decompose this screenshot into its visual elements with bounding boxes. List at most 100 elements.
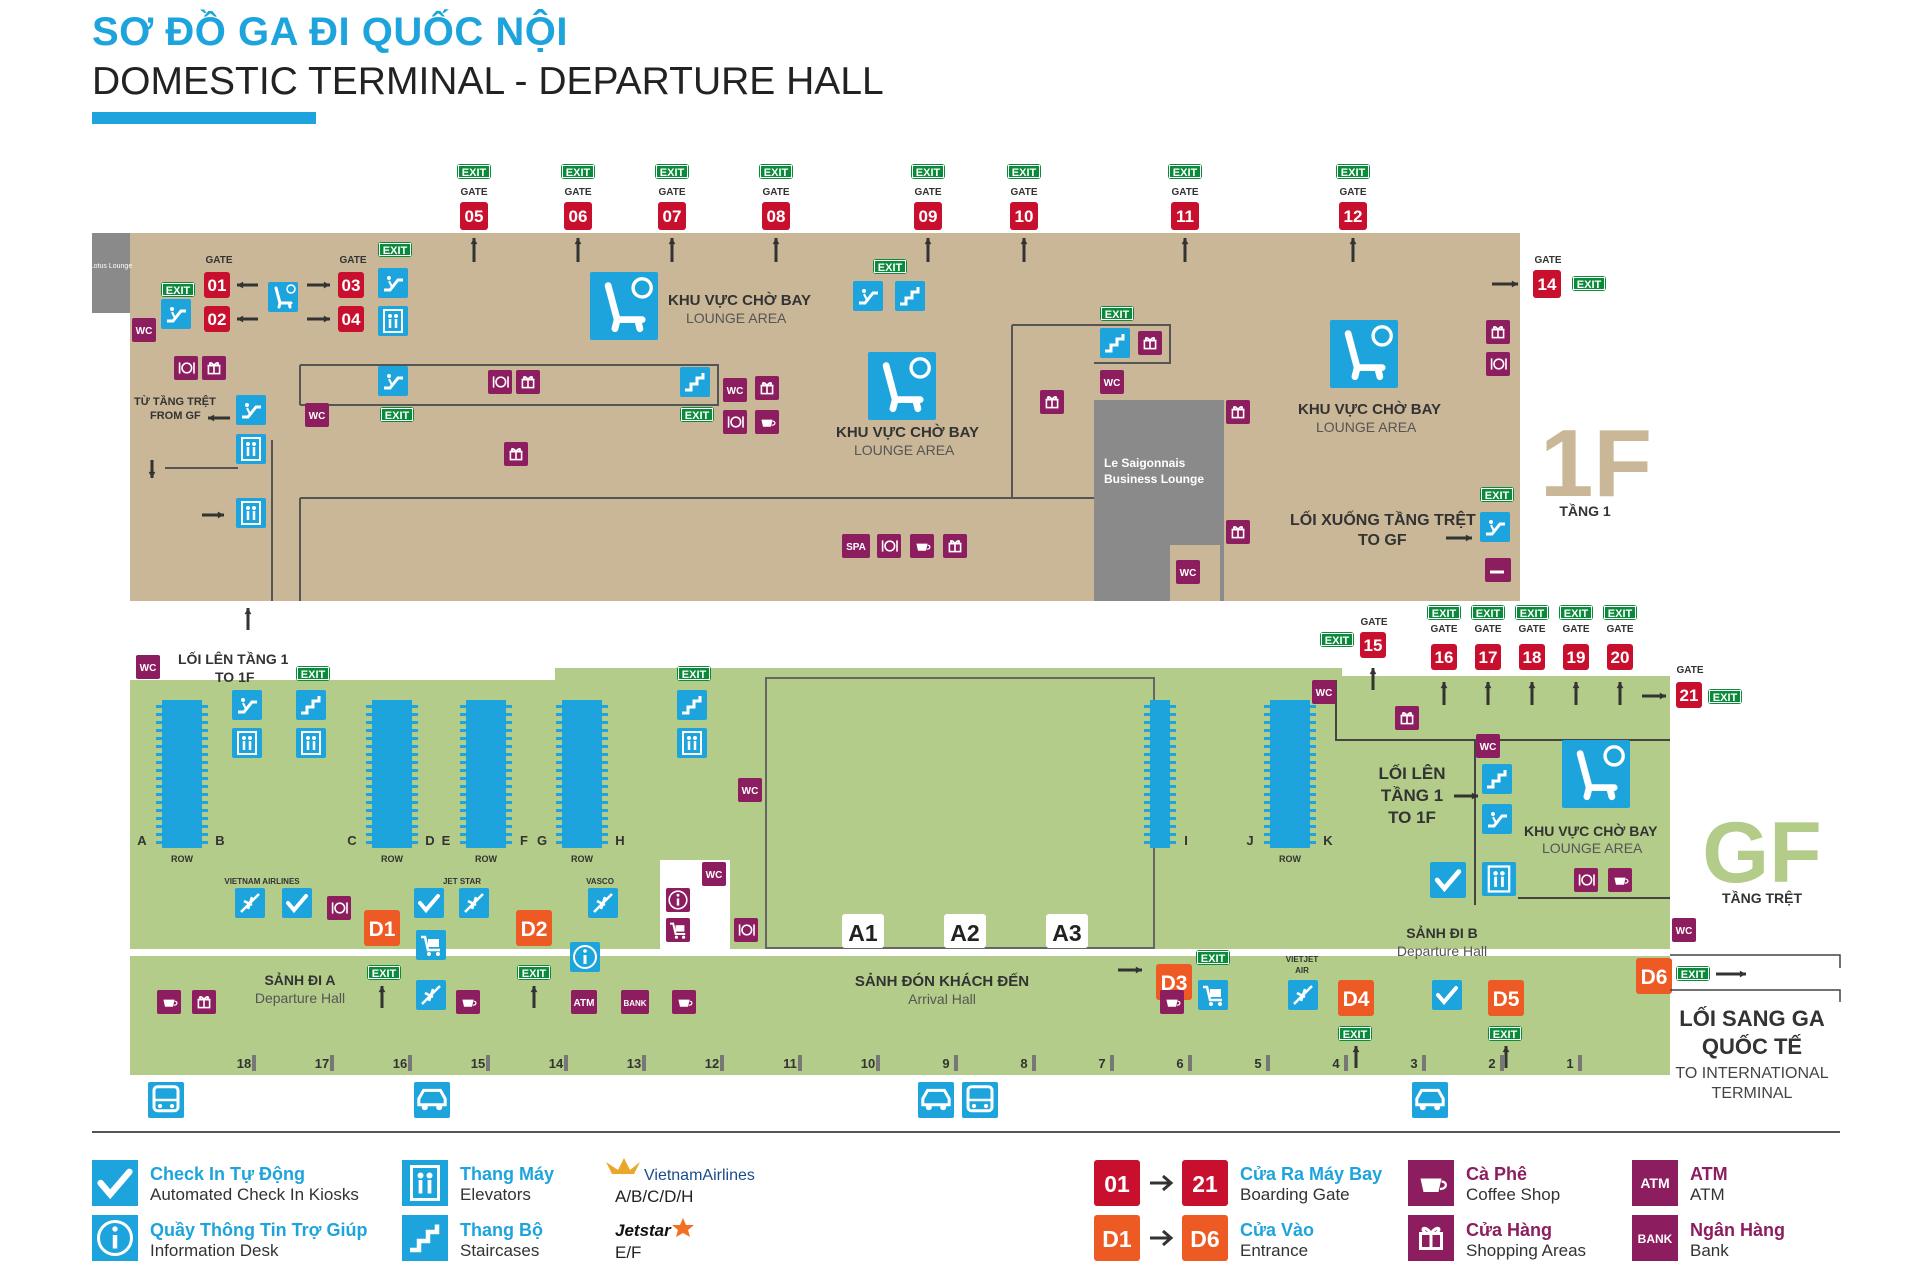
gate-number: 02 — [208, 310, 227, 329]
legend-bank-en: Bank — [1690, 1241, 1729, 1260]
exit-sign-border — [1339, 1027, 1371, 1040]
exit-sign — [1427, 605, 1461, 620]
counter-desk — [556, 793, 608, 796]
exit-sign-label: EXIT — [682, 669, 707, 681]
walls-1f — [165, 324, 1171, 601]
gate-label: GATE — [1430, 624, 1457, 635]
arrow-head-icon — [1181, 238, 1189, 245]
counter-desk — [460, 753, 512, 756]
star-icon — [672, 1218, 694, 1237]
esc-icon — [1482, 804, 1512, 834]
exit-sign-border — [1337, 165, 1369, 178]
esc-icon — [378, 366, 408, 396]
arrow-head-icon — [574, 238, 582, 245]
pillar-mark — [1344, 1055, 1348, 1071]
legend-shop: Cửa Hàng Shopping Areas — [1408, 1215, 1586, 1261]
checkin-counter-row — [372, 700, 412, 848]
arrow-head-icon — [1471, 792, 1478, 800]
lift-icon — [378, 306, 408, 336]
arrival-hall-en: Arrival Hall — [908, 991, 976, 1007]
stair-icon — [677, 690, 707, 720]
exit-sign-border — [678, 667, 710, 680]
counter-desk — [1264, 809, 1316, 812]
counter-desk — [1264, 825, 1316, 828]
lift-icon — [1482, 862, 1516, 896]
food-icon — [1574, 868, 1598, 892]
arrival-hall-vn: SẢNH ĐÓN KHÁCH ĐẾN — [855, 972, 1029, 990]
exit-sign-border — [381, 408, 413, 421]
arrow-head-icon — [323, 315, 330, 323]
counter-desk — [556, 769, 608, 772]
legend-checkin-en: Automated Check In Kiosks — [150, 1185, 359, 1204]
counter-desk — [366, 793, 418, 796]
pillar-mark — [642, 1055, 646, 1071]
service-badge-label: WC — [706, 870, 723, 881]
lounge-label-en: LOUNGE AREA — [686, 310, 787, 326]
stair-icon — [1482, 764, 1512, 794]
gate-number: 09 — [919, 207, 938, 226]
counter-desk — [1264, 785, 1316, 788]
exit-sign-label: EXIT — [1432, 608, 1457, 620]
counter-desk — [460, 785, 512, 788]
counter-desk — [460, 801, 512, 804]
lounge-label-en: LOUNGE AREA — [1316, 419, 1417, 435]
arrow-head-icon — [237, 315, 244, 323]
exit-sign — [1488, 1026, 1522, 1041]
legend-gate: 01 21 Cửa Ra Máy Bay Boarding Gate — [1094, 1160, 1382, 1206]
checkin-counter-row — [162, 700, 202, 848]
exit-sign-label: EXIT — [1105, 309, 1130, 321]
up-1f-b-vn-2: TẦNG 1 — [1381, 786, 1443, 805]
arrow-head-icon — [1528, 682, 1536, 689]
exit-sign-border — [1516, 606, 1548, 619]
food-icon — [877, 534, 901, 558]
stair-icon — [1100, 328, 1130, 358]
arrow-head-icon — [1572, 682, 1580, 689]
lounge-label-en: LOUNGE AREA — [854, 442, 955, 458]
gate-badge — [1339, 202, 1367, 230]
counter-desk — [156, 753, 208, 756]
pillar-mark — [1032, 1055, 1036, 1071]
counter-desk — [156, 713, 208, 716]
service-badge-label: WC — [1480, 742, 1497, 753]
exit-sign-border — [1428, 606, 1460, 619]
arrow-head-icon — [1020, 238, 1028, 245]
gate-number: 11 — [1176, 207, 1194, 226]
gate-number: 05 — [465, 207, 484, 226]
legend-stairs-vn: Thang Bộ — [460, 1220, 543, 1240]
lift-icon — [236, 498, 266, 528]
service-badge — [723, 378, 747, 402]
gates-gf: EXITGATE15EXITGATE16EXITGATE17EXITGATE18… — [244, 605, 1746, 1068]
exit-sign-label: EXIT — [1564, 608, 1589, 620]
counter-desk — [460, 833, 512, 836]
exit-sign-label: EXIT — [1485, 490, 1510, 502]
exit-sign — [367, 965, 401, 980]
airline-label-vietjet-air: AIR — [1295, 966, 1309, 975]
gate-label: GATE — [914, 187, 941, 198]
atm-icon-label: ATM — [1640, 1175, 1669, 1191]
counter-desk — [156, 769, 208, 772]
gate-badge — [338, 272, 364, 298]
lounge-label-vn: KHU VỰC CHỜ BAY — [1298, 400, 1441, 418]
exit-sign-border — [1489, 1027, 1521, 1040]
counter-desk — [366, 713, 418, 716]
gate-badge — [1676, 682, 1702, 708]
exit-sign — [680, 407, 714, 422]
counter-desk — [460, 777, 512, 780]
exit-sign-label: EXIT — [462, 167, 487, 179]
exit-sign — [1708, 689, 1742, 704]
exit-sign-border — [760, 165, 792, 178]
counter-desk — [460, 769, 512, 772]
legend-jetstar-name: Jetstar — [615, 1221, 672, 1240]
lift-icon — [296, 728, 326, 758]
gate-label: GATE — [1562, 624, 1589, 635]
airline-label-vasco: VASCO — [586, 877, 614, 886]
up-1f-label-vn: LỐI LÊN TẦNG 1 — [178, 650, 289, 667]
gate-number: 20 — [1611, 648, 1630, 667]
exit-sign — [911, 164, 945, 179]
pillar-number: 3 — [1410, 1056, 1417, 1071]
counter-desk — [1264, 793, 1316, 796]
counter-desk — [1144, 817, 1176, 820]
hall-a-vn: SẢNH ĐI A — [264, 972, 335, 988]
exit-sign — [1515, 605, 1549, 620]
